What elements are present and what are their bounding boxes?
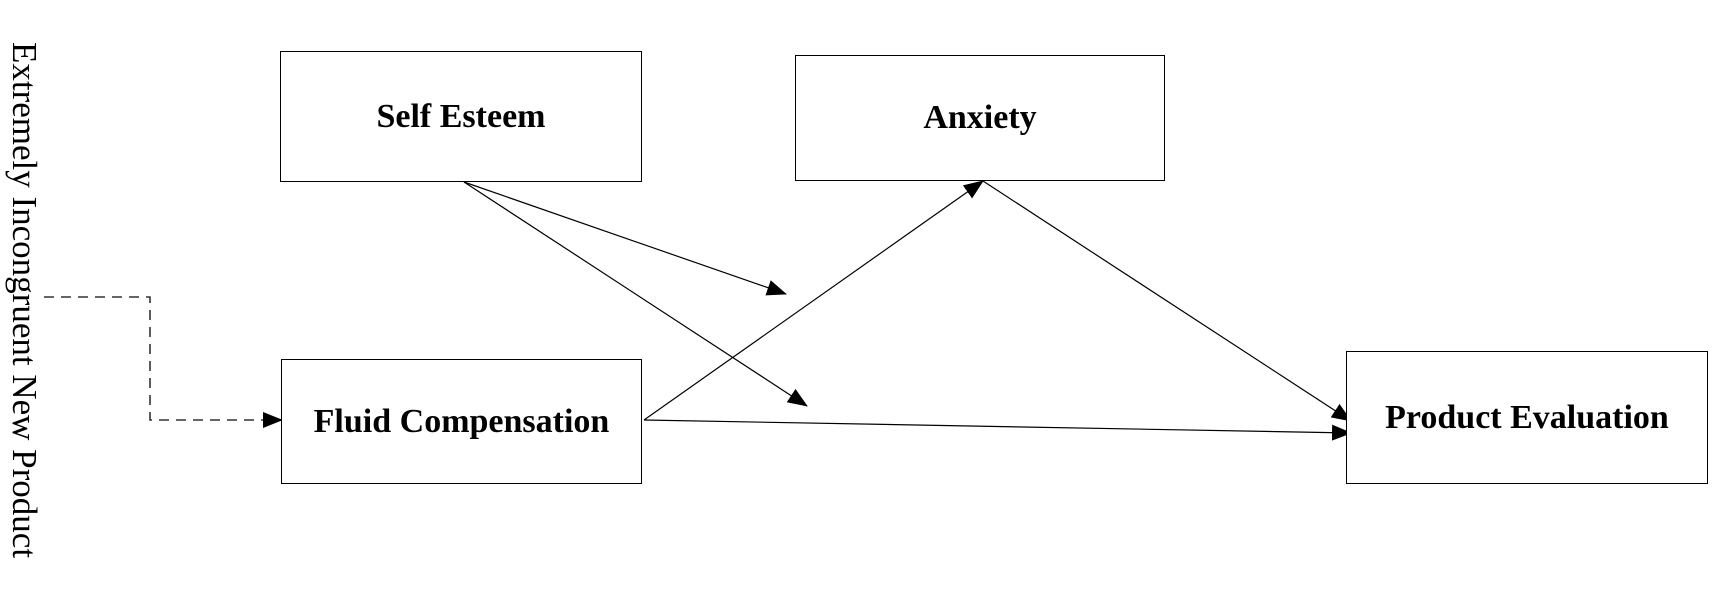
side-label-text: Extremely Incongruent New Product — [5, 41, 44, 559]
arrow-anxiety-to-product-evaluation — [982, 180, 1352, 422]
node-self-esteem: Self Esteem — [280, 51, 642, 182]
node-anxiety-label: Anxiety — [923, 99, 1037, 136]
node-product-evaluation-label: Product Evaluation — [1385, 398, 1669, 436]
arrow-self-esteem-moderation-upper — [463, 181, 787, 296]
arrow-fluid-compensation-to-anxiety — [643, 180, 984, 421]
dashed-link-new-product-to-fluid-compensation — [44, 296, 283, 428]
node-anxiety: Anxiety — [795, 55, 1165, 181]
node-fluid-compensation: Fluid Compensation — [281, 359, 642, 484]
node-product-evaluation: Product Evaluation — [1346, 351, 1708, 484]
node-fluid-compensation-label: Fluid Compensation — [313, 402, 610, 440]
arrow-fluid-compensation-to-product-evaluation — [643, 419, 1352, 441]
arrow-self-esteem-moderation-lower — [463, 181, 808, 407]
node-self-esteem-label: Self Esteem — [376, 97, 546, 135]
